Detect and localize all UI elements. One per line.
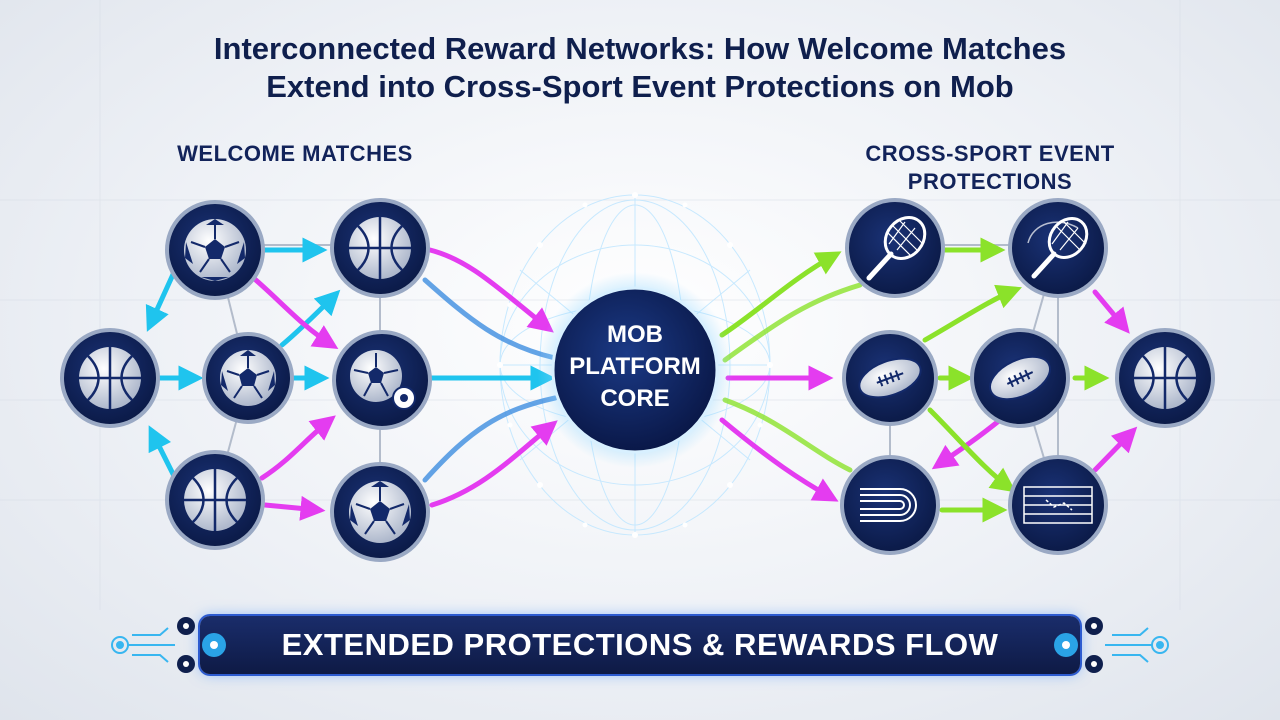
arrow-r3-r7 [927, 407, 1017, 493]
tennis-racket-icon [866, 216, 927, 281]
node-l6 [165, 450, 265, 550]
banner-decorations [111, 617, 1169, 673]
core-mesh-nodes [497, 192, 773, 538]
arrow-core-r6-green [722, 397, 853, 473]
cross-sport-protections-label: CROSS-SPORT EVENT PROTECTIONS [865, 141, 1115, 194]
basketball-icon [349, 217, 411, 279]
title-line-1: Interconnected Reward Networks: How Welc… [213, 31, 1067, 66]
soccer-ball-icon [184, 219, 246, 281]
arrow-l7-core [429, 420, 558, 508]
title-line-2: Extend into Cross-Sport Event Protection… [266, 69, 1014, 104]
tennis-racket-icon [1027, 217, 1089, 279]
arrow-l7-core-blue [422, 395, 558, 483]
soccer-ball-icon [349, 481, 411, 543]
node-r4 [970, 328, 1070, 428]
core-line-2: PLATFORM [569, 353, 701, 380]
basketball-icon [1134, 347, 1196, 409]
left-arrows [145, 237, 558, 521]
node-r5 [1115, 328, 1215, 428]
track-icon [860, 488, 917, 522]
node-l3 [60, 328, 160, 428]
arrow-l1-l3 [145, 267, 178, 332]
network-diagram: MOB PLATFORM CORE [0, 0, 1280, 610]
node-r6 [840, 455, 940, 555]
banner-text: EXTENDED PROTECTIONS & REWARDS FLOW [281, 627, 999, 662]
left-circuit-decoration [111, 627, 175, 663]
soccer-ball-icon [350, 350, 416, 410]
arrow-r4-r6 [931, 417, 1003, 470]
soccer-ball-icon [220, 350, 276, 406]
arrow-l1-l5 [247, 272, 339, 349]
left-gear-icons [177, 617, 226, 673]
mob-platform-core: MOB PLATFORM CORE [537, 272, 733, 468]
arrow-r3-r2 [922, 284, 1022, 343]
arrow-l6-l3 [148, 425, 178, 481]
arrow-l4-l2 [279, 289, 341, 348]
right-arrows [719, 237, 1138, 523]
node-l1 [165, 200, 265, 300]
node-r1 [845, 198, 945, 298]
arrow-l6-l5 [259, 415, 336, 481]
node-l4 [202, 332, 294, 424]
arrow-l2-core-blue [422, 277, 558, 361]
field-icon [1023, 486, 1093, 524]
node-l5 [332, 330, 432, 430]
football-icon [858, 357, 922, 399]
page-title: Interconnected Reward Networks: How Welc… [0, 30, 1280, 106]
arrow-core-r1 [719, 251, 842, 338]
core-line-3: CORE [600, 385, 669, 412]
basketball-icon [184, 469, 246, 531]
node-l7 [330, 462, 430, 562]
basketball-icon [79, 347, 141, 409]
core-line-1: MOB [607, 321, 663, 348]
right-circuit-decoration [1105, 627, 1169, 663]
arrow-core-r6 [719, 417, 839, 502]
node-r3 [842, 330, 938, 426]
right-gear-icons [1054, 617, 1103, 673]
node-r7 [1008, 455, 1108, 555]
welcome-matches-label: WELCOME MATCHES [177, 141, 413, 166]
arrow-core-r3-green [722, 282, 863, 363]
arrow-r2-r5 [1092, 289, 1130, 334]
arrow-l2-core [427, 247, 554, 333]
football-icon [989, 355, 1051, 401]
flow-banner: EXTENDED PROTECTIONS & REWARDS FLOW [200, 616, 1080, 674]
arrow-r7-r5 [1092, 426, 1138, 473]
arrow-l6-l7 [262, 495, 326, 521]
node-l2 [330, 198, 430, 298]
node-r2 [1008, 198, 1108, 298]
